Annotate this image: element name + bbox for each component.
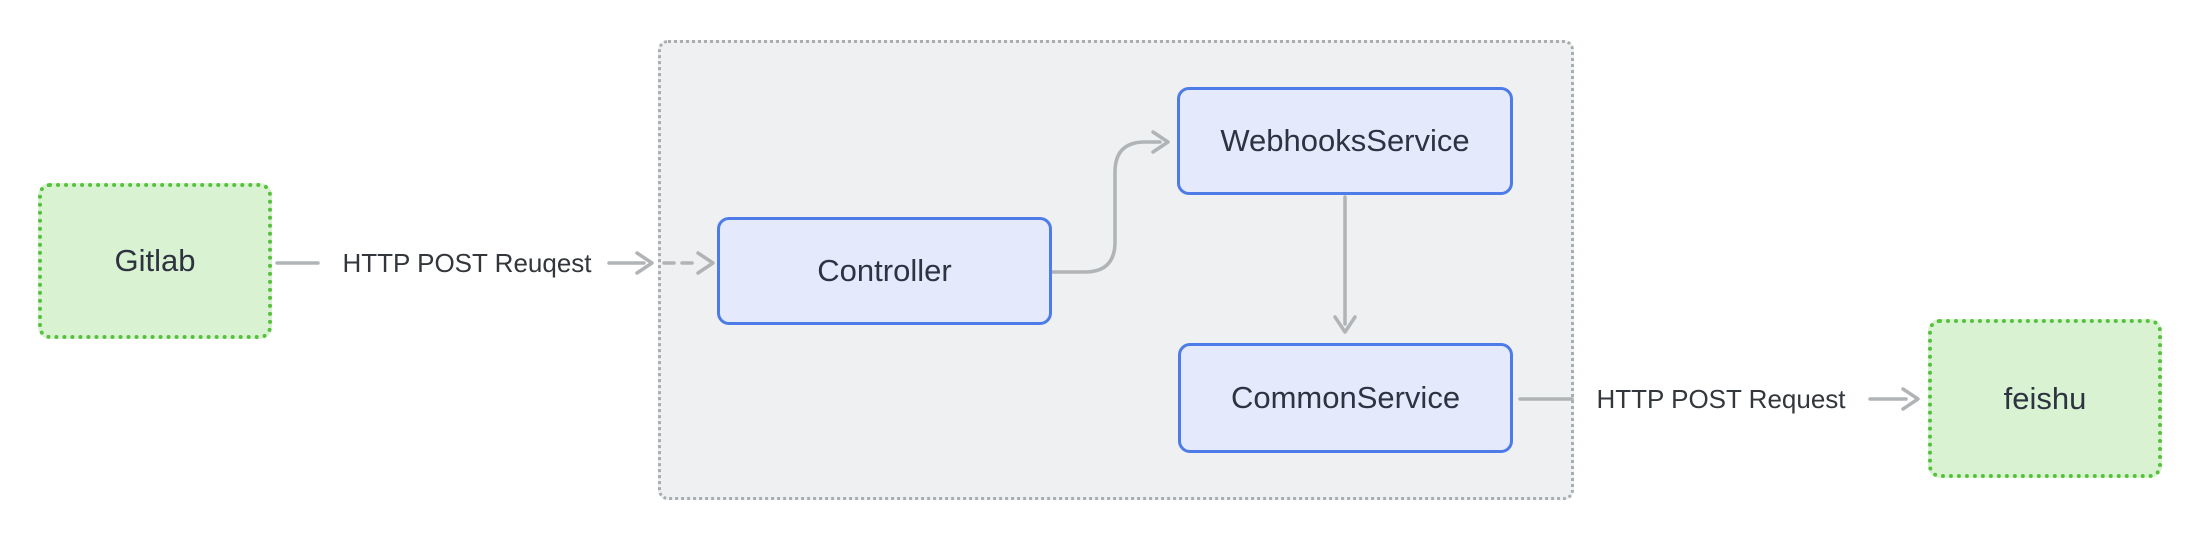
arrowhead-icon <box>1333 315 1357 334</box>
node-commonservice: CommonService <box>1178 343 1513 453</box>
node-webhooksservice: WebhooksService <box>1177 87 1513 195</box>
node-commonservice-label: CommonService <box>1230 380 1461 415</box>
node-feishu-label: feishu <box>2003 380 2087 416</box>
node-controller-label: Controller <box>817 253 952 288</box>
arrowhead-icon <box>696 251 715 275</box>
edge-label-http-post-request: HTTP POST Request <box>1596 383 1846 414</box>
arrowhead-icon <box>635 251 654 275</box>
edge-label-http-post-reuqest: HTTP POST Reuqest <box>342 247 592 278</box>
node-feishu: feishu <box>1928 319 2162 478</box>
node-controller: Controller <box>717 217 1052 325</box>
edge-controller-webhooks <box>1051 140 1162 274</box>
node-webhooksservice-label: WebhooksService <box>1220 123 1470 158</box>
arrowhead-icon <box>1151 130 1170 154</box>
node-gitlab-label: Gitlab <box>114 243 196 278</box>
node-gitlab: Gitlab <box>38 183 272 339</box>
arrowhead-icon <box>1901 387 1920 411</box>
